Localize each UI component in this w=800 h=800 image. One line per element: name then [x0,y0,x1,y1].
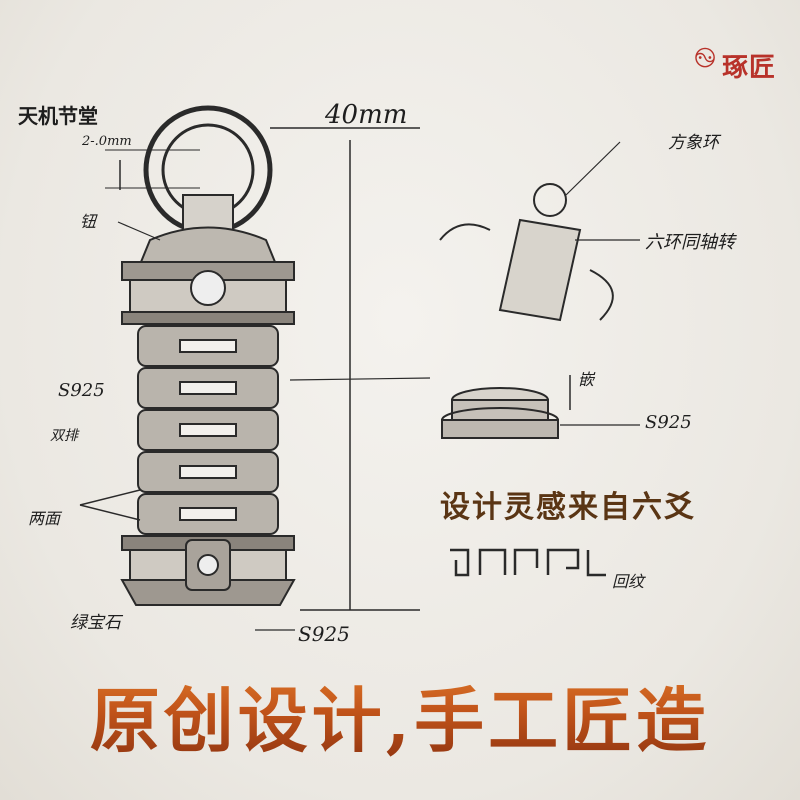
label-top-left: 天机节堂 [18,104,98,128]
label-double-row: 双排 [50,428,78,444]
brand-logo: ࿊ 琢匠 [694,26,776,105]
label-two-sides: 两面 [28,509,61,528]
brand-swirl-icon: ࿊ [694,41,716,74]
label-material-body: S925 [58,380,105,401]
label-rotation: 六环同轴转 [645,232,735,253]
brand-name: 琢匠 [721,53,776,83]
label-gem: 绿宝石 [70,613,121,633]
label-height: 40mm [325,100,408,130]
pendant-drawing [79,105,640,631]
label-material-inlay: S925 [645,412,692,433]
label-ring-gap: 2-.0mm [82,134,132,149]
label-knob: 钮 [80,212,97,231]
label-pattern: 回纹 [612,572,645,591]
slogan-headline: 原创设计,手工匠造 [0,665,800,766]
label-ring: 方象环 [668,133,719,153]
label-material-bottom: S925 [298,622,350,646]
inspiration-text: 设计灵感来自六爻 [440,490,696,525]
label-inlay: 嵌 [578,370,595,389]
